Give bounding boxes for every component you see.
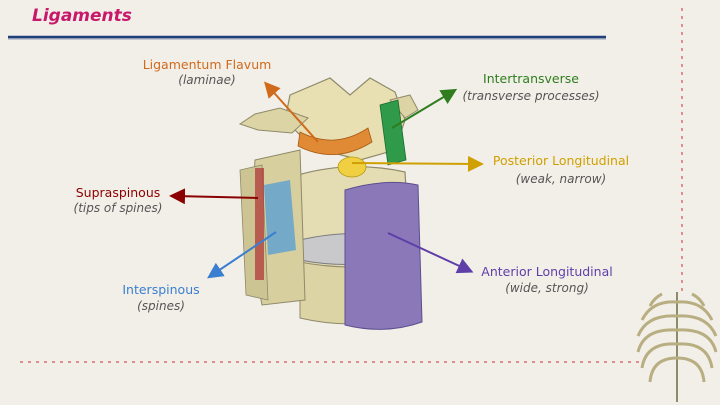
anterior-longitudinal-detail: (wide, strong)	[505, 281, 589, 295]
intertransverse-label: Intertransverse	[483, 71, 579, 86]
supraspinous-arrow	[169, 188, 259, 205]
interspinous-detail: (spines)	[137, 299, 185, 313]
interspinous-label: Interspinous	[122, 282, 200, 297]
flavum-detail: (laminae)	[178, 73, 236, 87]
supraspinous-detail: (tips of spines)	[73, 201, 163, 215]
slide-title: Ligaments	[32, 6, 132, 26]
flavum-arrow	[264, 81, 319, 143]
posterior-longitudinal-detail: (weak, narrow)	[515, 172, 607, 186]
intertransverse-detail: (transverse processes)	[462, 89, 600, 103]
intertransverse-arrow	[391, 88, 458, 129]
supraspinous-label: Supraspinous	[75, 185, 161, 200]
ribcage-icon	[636, 292, 718, 402]
anterior-longitudinal-label: Anterior Longitudinal	[481, 264, 613, 279]
anterior-longitudinal-arrow	[387, 232, 474, 274]
interspinous-arrow	[207, 231, 277, 279]
flavum-label: Ligamentum Flavum	[142, 57, 272, 72]
posterior-longitudinal-arrow	[351, 155, 484, 172]
posterior-longitudinal-label: Posterior Longitudinal	[492, 153, 630, 168]
